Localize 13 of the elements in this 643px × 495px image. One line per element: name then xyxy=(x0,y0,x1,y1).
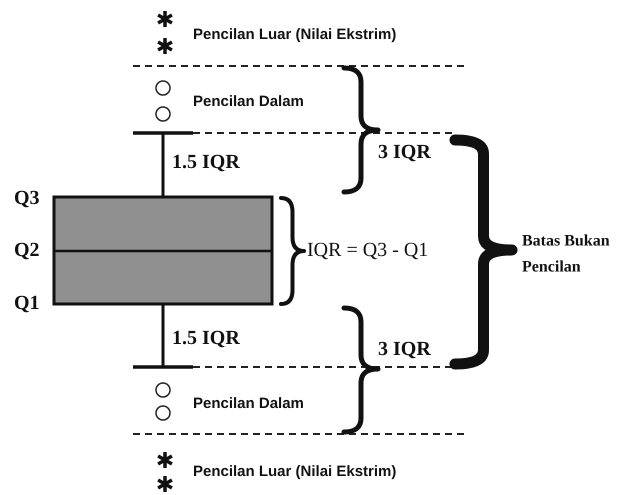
boundary-label: Batas Bukan Pencilan xyxy=(522,231,611,277)
quartile-label: Q3 xyxy=(14,187,40,209)
outlier-label: Pencilan Luar (Nilai Ekstrim) xyxy=(193,464,396,480)
quartile-label: Q1 xyxy=(14,292,40,314)
outlier-label: Pencilan Dalam xyxy=(193,396,304,412)
whisker-length-label: 1.5 IQR xyxy=(172,327,240,349)
range-label: 3 IQR xyxy=(378,141,431,163)
outlier-label: Pencilan Dalam xyxy=(193,94,304,110)
whisker-length-label: 1.5 IQR xyxy=(172,151,240,173)
quartile-label: Q2 xyxy=(14,239,40,261)
formula-label: IQR = Q3 - Q1 xyxy=(307,239,428,261)
outlier-label: Pencilan Luar (Nilai Ekstrim) xyxy=(193,26,396,44)
range-label: 3 IQR xyxy=(378,338,431,360)
